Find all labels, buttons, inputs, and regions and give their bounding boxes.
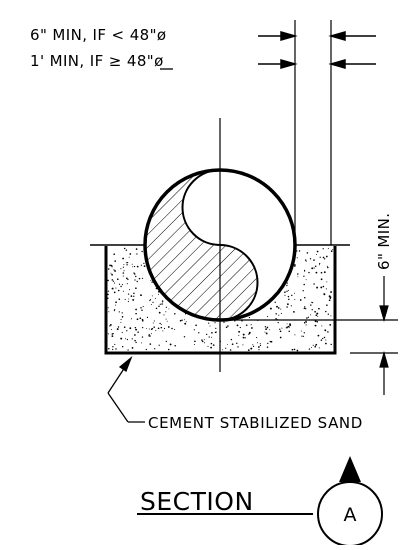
vertical-dimension: [220, 276, 398, 395]
min-cover-dimension-label: 6" MIN.: [375, 213, 393, 270]
top-dimension-arrows: [258, 31, 376, 69]
min-clearance-note-small: 6" MIN, IF < 48"ø: [30, 26, 166, 44]
greater-equal-symbol: ≥: [109, 52, 122, 70]
trench-sand-fill: [107, 247, 334, 352]
min-clearance-note-large: 1' MIN, IF ≥ 48"ø: [30, 52, 164, 70]
section-marker-letter: A: [344, 504, 357, 526]
extension-lines: [294, 20, 332, 245]
callout-leader: [107, 355, 145, 423]
cement-sand-callout: CEMENT STABILIZED SAND: [148, 414, 363, 432]
section-marker-a: A: [317, 456, 383, 547]
section-title: SECTION: [140, 487, 254, 516]
